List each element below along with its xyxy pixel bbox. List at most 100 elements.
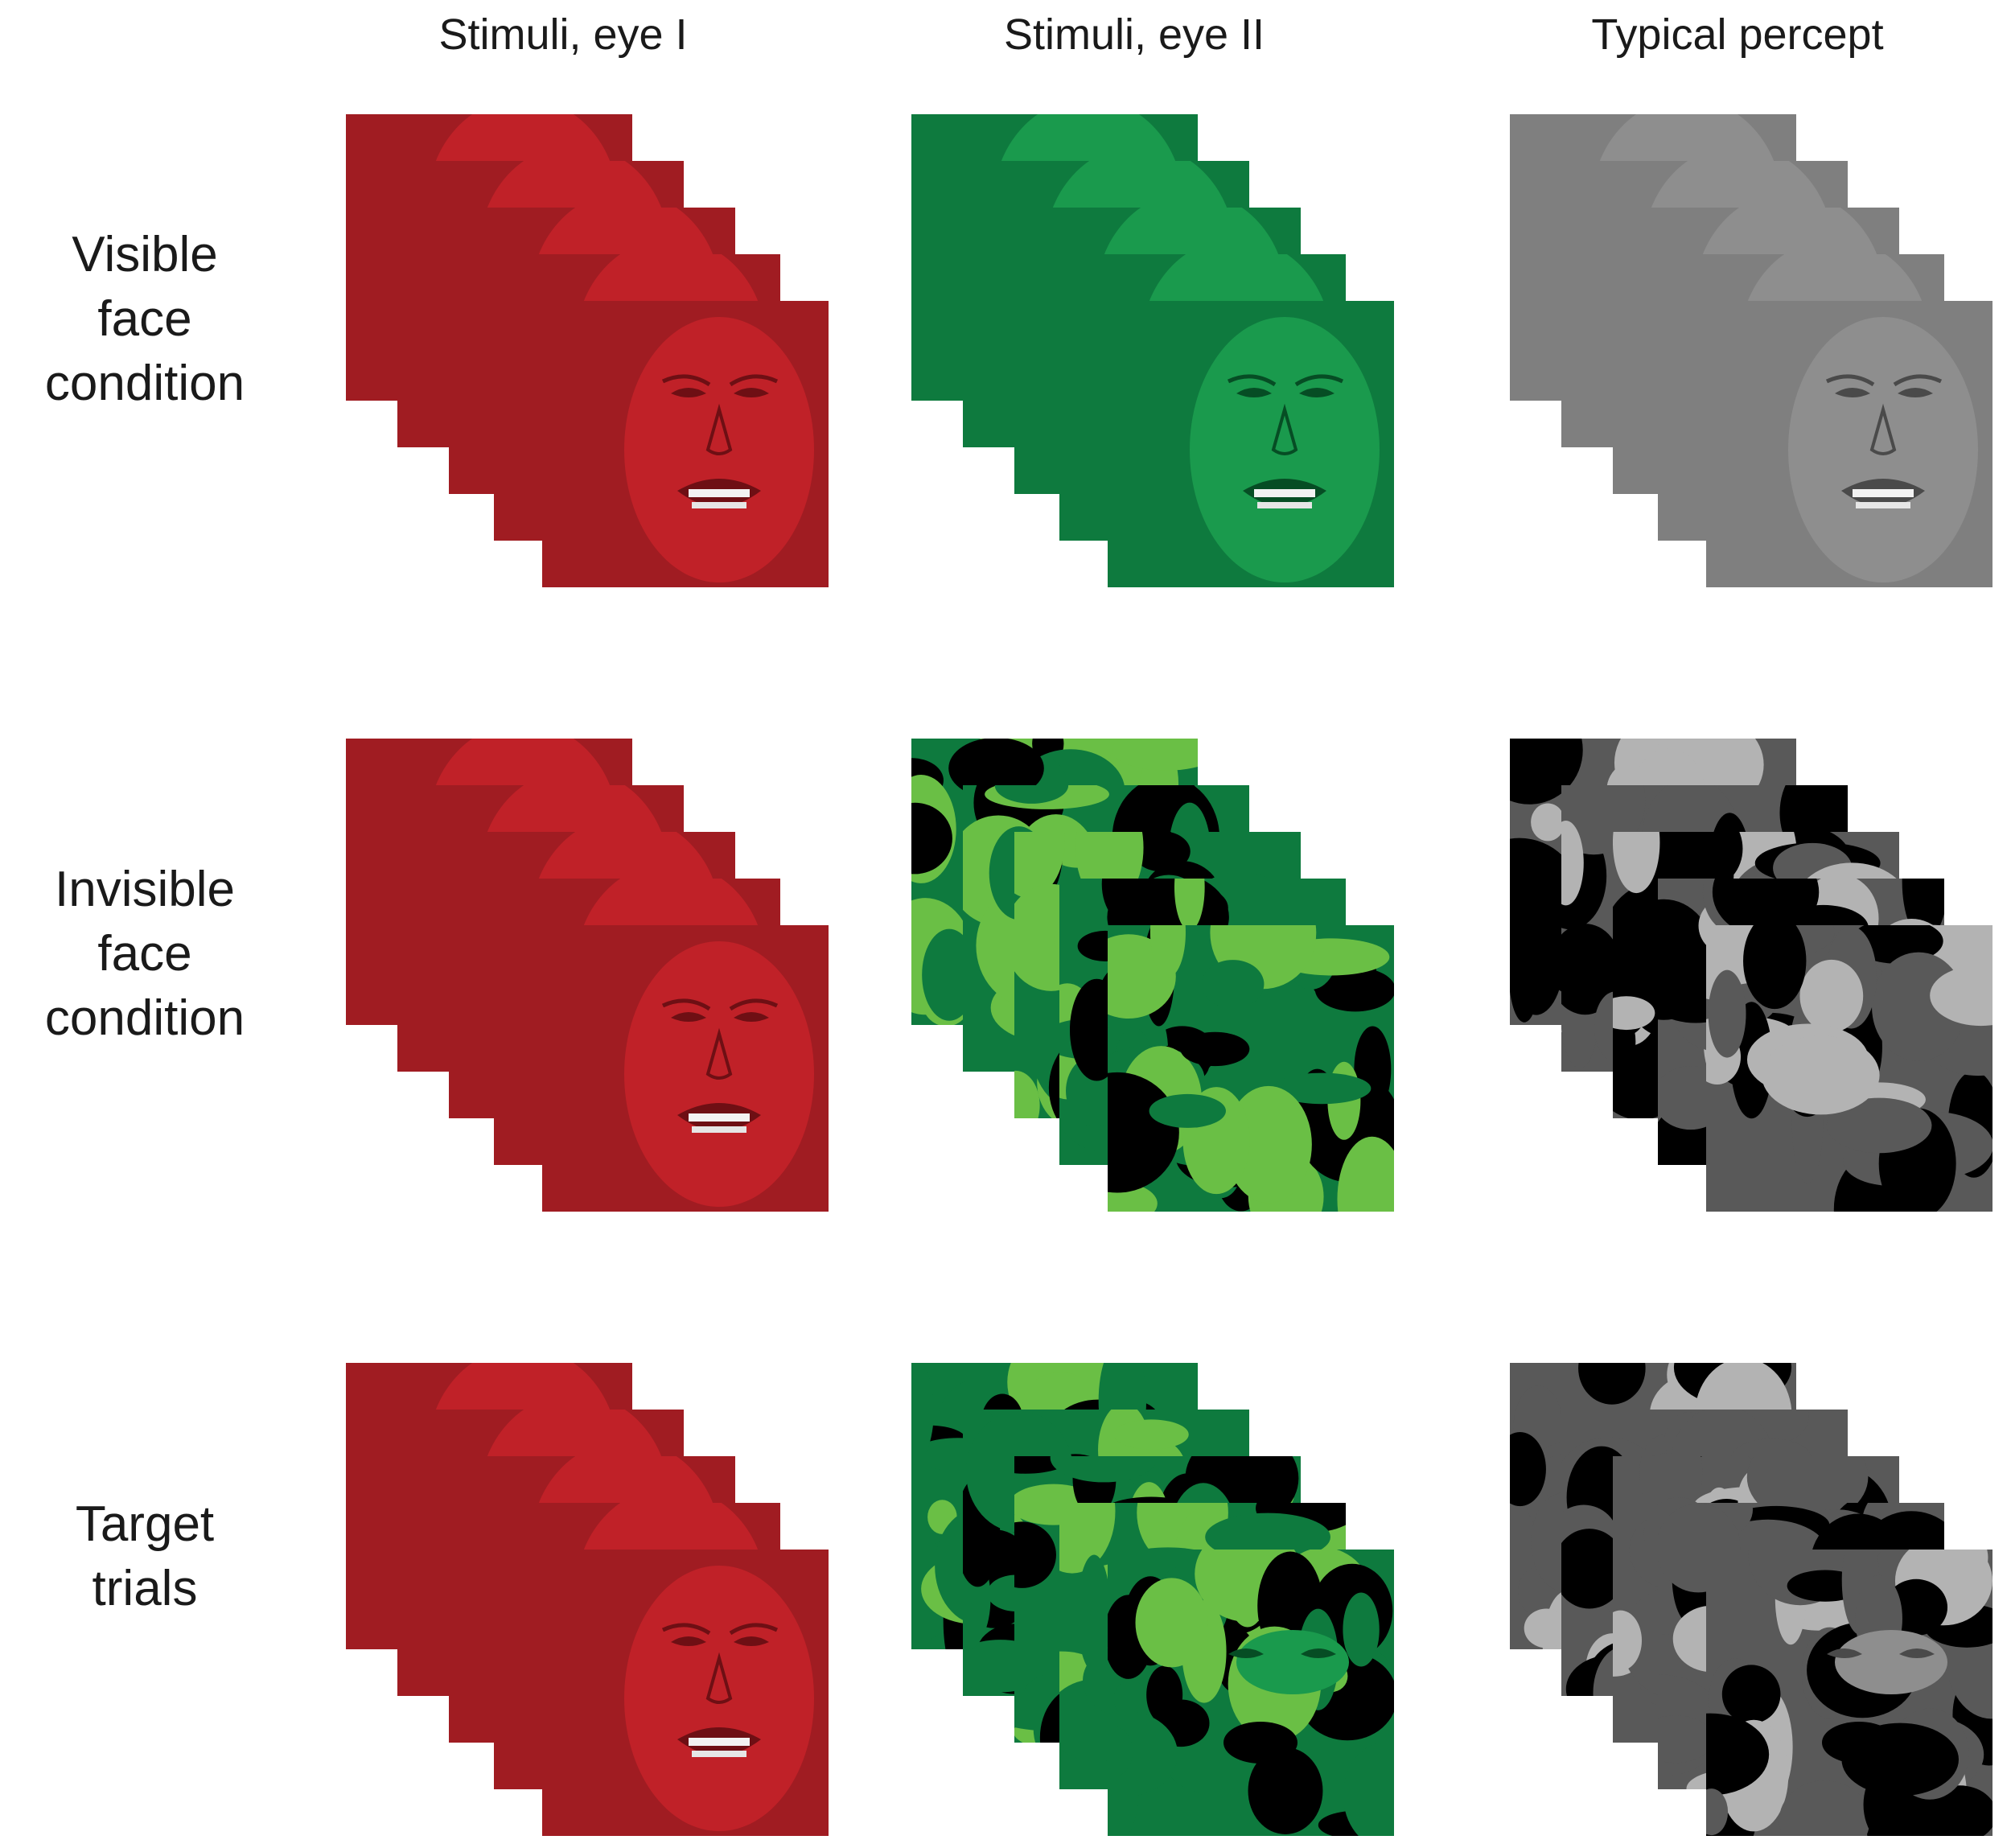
- face-oval: [1788, 317, 1978, 582]
- face-eye-left: [671, 1636, 706, 1646]
- mask-ellipse: [1524, 1608, 1569, 1648]
- stimulus-frame: [1108, 1550, 1394, 1836]
- mask-ellipse: [1113, 1680, 1148, 1718]
- face-brow-right: [1294, 374, 1344, 387]
- face-teeth-bottom: [1856, 502, 1910, 508]
- mask-ellipse: [1112, 739, 1198, 771]
- stimulus-stack-r3-c1: [346, 1363, 829, 1836]
- face-teeth-bottom: [1257, 502, 1312, 508]
- row-label-visible: Visible face condition: [16, 223, 273, 416]
- face-oval: [624, 941, 814, 1207]
- stimulus-frame: [1706, 1550, 1992, 1836]
- row-label-line: trials: [92, 1561, 198, 1616]
- mask-ellipse: [1510, 899, 1565, 1015]
- face-brow-right: [1893, 374, 1943, 387]
- face-patch-eye: [1228, 1648, 1264, 1658]
- face-eye-left: [1236, 388, 1272, 397]
- mask-ellipse: [1676, 832, 1743, 887]
- row-label-line: Target: [75, 1496, 215, 1552]
- mask-ellipse: [1343, 1742, 1394, 1836]
- face-patch-eye: [1301, 1648, 1336, 1658]
- mask-ellipse: [1531, 803, 1565, 842]
- mask-ellipse: [1248, 1747, 1323, 1834]
- face-brow-right: [729, 374, 779, 387]
- mask-ellipse: [1174, 879, 1205, 931]
- stimulus-stack-r2-c1: [346, 739, 829, 1212]
- mask-ellipse: [1743, 925, 1807, 1010]
- stimulus-frame: [542, 925, 829, 1212]
- face-brow-left: [661, 374, 711, 387]
- mask-ellipse: [1014, 1521, 1056, 1588]
- face-eye-right: [1898, 388, 1933, 397]
- stimulus-frame: [542, 1550, 829, 1836]
- face-oval: [624, 317, 814, 582]
- mask-ellipse: [1050, 1456, 1158, 1483]
- row-label-invisible: Invisible face condition: [16, 858, 273, 1051]
- mask-ellipse: [1101, 879, 1173, 930]
- mask-ellipse: [1077, 1554, 1111, 1673]
- column-header-percept: Typical percept: [1591, 10, 1884, 59]
- stimulus-stack-r2-c3: [1510, 739, 1992, 1212]
- face-nose: [705, 1027, 733, 1080]
- mask-ellipse: [948, 739, 1044, 799]
- stimulus-stack-r3-c2: [911, 1363, 1394, 1836]
- face-oval: [1190, 317, 1380, 582]
- mask-ellipse: [1201, 960, 1265, 1009]
- row-label-line: Invisible: [55, 862, 235, 917]
- stimulus-frame: [1108, 925, 1394, 1212]
- column-header-eye-1: Stimuli, eye I: [438, 10, 688, 59]
- mask-ellipse: [1930, 965, 1992, 1027]
- mask-ellipse: [1706, 1788, 1729, 1836]
- mask-ellipse: [911, 802, 952, 875]
- mask-ellipse: [1113, 1419, 1189, 1450]
- face-brow-left: [661, 998, 711, 1011]
- face-teeth-top: [689, 1738, 750, 1746]
- face-patch: [1835, 1630, 1947, 1694]
- row-label-line: condition: [44, 356, 245, 411]
- row-label-line: face: [97, 291, 192, 347]
- mask-ellipse: [1578, 1363, 1646, 1405]
- mask-ellipse: [1337, 1136, 1394, 1212]
- row-label-line: Visible: [72, 227, 218, 282]
- mask-ellipse: [911, 1363, 934, 1465]
- stimulus-stack-r1-c3: [1510, 114, 1992, 587]
- column-header-eye-2: Stimuli, eye II: [1003, 10, 1265, 59]
- face-brow-left: [1227, 374, 1277, 387]
- face-teeth-top: [689, 1113, 750, 1122]
- mask-ellipse: [1708, 969, 1746, 1058]
- face-teeth-top: [1254, 489, 1315, 497]
- face-teeth-bottom: [692, 1126, 746, 1133]
- mask-ellipse: [1779, 1780, 1870, 1836]
- mask-ellipse: [1561, 820, 1584, 906]
- mask-ellipse: [1108, 1726, 1133, 1778]
- mask-ellipse: [994, 785, 1069, 804]
- mask-ellipse: [1149, 925, 1186, 978]
- mask-ellipse: [1135, 1578, 1208, 1668]
- mask-ellipse: [1706, 1713, 1770, 1796]
- stimulus-frame: [542, 301, 829, 587]
- face-eye-left: [671, 388, 706, 397]
- face-oval: [624, 1566, 814, 1831]
- stimulus-frame: [1706, 925, 1992, 1212]
- mask-ellipse: [1059, 1503, 1116, 1574]
- face-nose: [705, 403, 733, 455]
- face-brow-right: [729, 1623, 779, 1636]
- mask-ellipse: [1613, 1610, 1643, 1671]
- face-nose: [1869, 403, 1897, 455]
- mask-ellipse: [1658, 1715, 1713, 1764]
- face-patch-mouth: [1223, 1722, 1297, 1764]
- face-teeth-top: [1853, 489, 1914, 497]
- mask-ellipse: [1014, 832, 1065, 899]
- mask-ellipse: [1343, 1592, 1380, 1667]
- mask-ellipse: [1510, 1432, 1546, 1507]
- mask-ellipse: [1613, 996, 1655, 1031]
- face-brow-left: [1825, 374, 1875, 387]
- mask-ellipse: [1014, 1070, 1040, 1118]
- face-nose: [1271, 403, 1298, 455]
- mask-ellipse: [1205, 1513, 1330, 1562]
- mask-ellipse: [1721, 1665, 1781, 1724]
- face-teeth-top: [689, 489, 750, 497]
- face-eye-left: [671, 1012, 706, 1022]
- stimulus-frame: [1108, 301, 1394, 587]
- stimulus-stack-r3-c3: [1510, 1363, 1992, 1836]
